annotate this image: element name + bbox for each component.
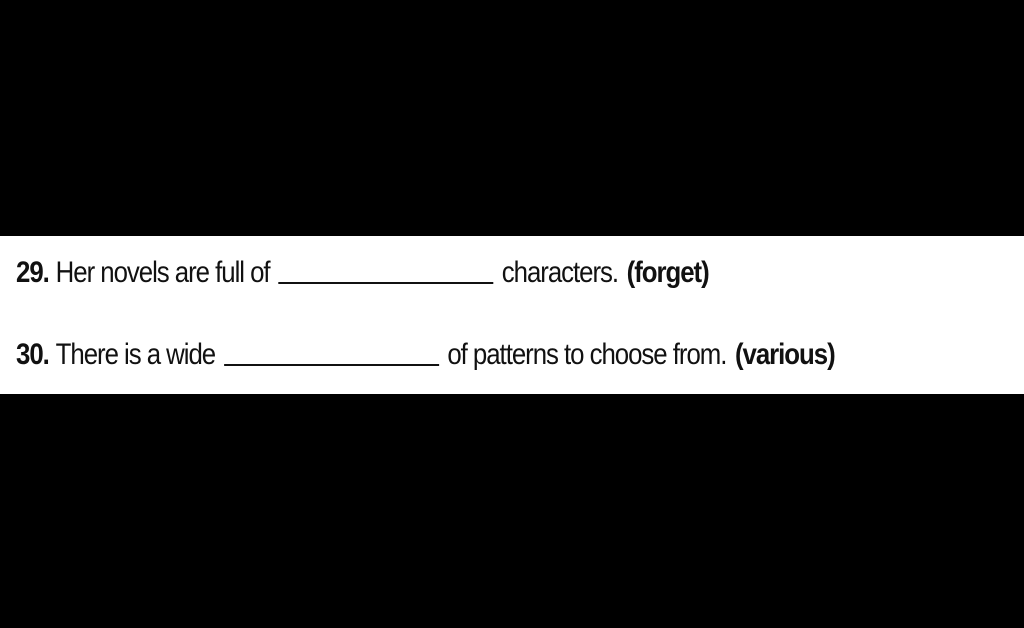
answer-blank bbox=[278, 281, 494, 284]
question-text-before: Her novels are full of bbox=[55, 256, 271, 289]
word-hint: (forget) bbox=[626, 256, 710, 289]
worksheet-strip: 29. Her novels are full of characters. (… bbox=[0, 236, 1024, 394]
question-text-after: of patterns to choose from. bbox=[447, 338, 727, 371]
question-number: 30. bbox=[16, 338, 50, 371]
word-hint: (various) bbox=[734, 338, 836, 371]
answer-blank bbox=[223, 363, 439, 366]
question-number: 29. bbox=[16, 256, 50, 289]
question-30: 30. There is a wide of patterns to choos… bbox=[16, 338, 836, 372]
question-29: 29. Her novels are full of characters. (… bbox=[16, 256, 710, 290]
question-text-before: There is a wide bbox=[55, 338, 217, 371]
question-text-after: characters. bbox=[501, 256, 619, 289]
